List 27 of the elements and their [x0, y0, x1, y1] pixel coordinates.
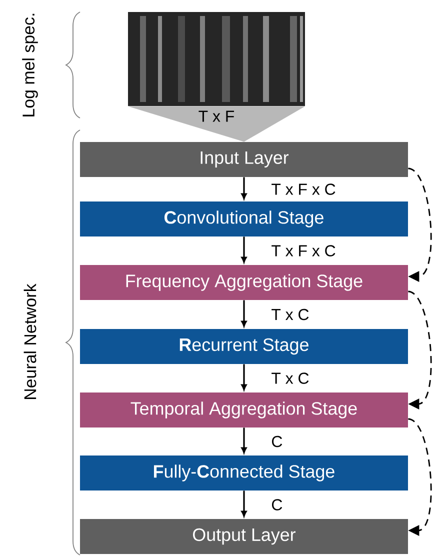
funnel — [128, 106, 306, 142]
stage-box: Fully-Connected Stage — [80, 456, 408, 490]
arrow — [241, 300, 247, 327]
brace-label: Neural Network — [24, 284, 36, 399]
arrow — [241, 177, 247, 200]
edge-label: C — [272, 436, 282, 448]
skip-arrow — [408, 290, 432, 410]
edge-label: T x F — [198, 110, 234, 122]
picture — [128, 12, 305, 106]
stage-box: Temporal Aggregation Stage — [80, 392, 408, 428]
stage-box: Convolutional Stage — [80, 202, 408, 236]
arrow — [241, 364, 247, 390]
arrow — [241, 428, 247, 454]
skip-arrow — [408, 418, 432, 536]
brace-label: Log mel spec. — [22, 14, 38, 116]
edge-label: T x C — [272, 372, 309, 384]
arrow — [241, 490, 247, 517]
skip-arrow — [408, 168, 432, 282]
arrow — [241, 236, 247, 263]
edge-label: T x F x C — [272, 184, 336, 195]
stage-box: Recurrent Stage — [80, 329, 408, 364]
stage-box: Frequency Aggregation Stage — [80, 265, 408, 300]
stage-box: Input Layer — [80, 142, 408, 177]
edge-label: T x C — [272, 308, 309, 320]
edge-label: T x F x C — [272, 245, 336, 256]
edge-label: C — [272, 499, 282, 510]
stage-box: Output Layer — [80, 519, 408, 554]
